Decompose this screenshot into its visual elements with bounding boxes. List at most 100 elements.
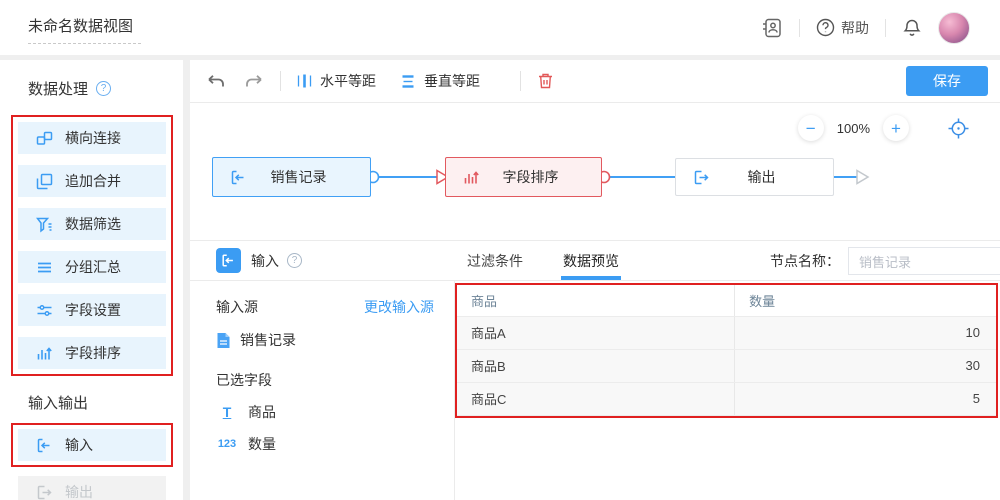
preview-table: 商品 数量 商品A 10 商品B — [457, 285, 996, 416]
source-label: 输入源 — [216, 299, 258, 315]
help-circle-icon[interactable]: ? — [287, 253, 302, 268]
data-preview-area: 商品 数量 商品A 10 商品B — [455, 281, 1000, 500]
flow-canvas[interactable]: − 100% + — [190, 103, 1000, 240]
field-settings-icon — [37, 304, 52, 316]
sidebar-item-field-settings[interactable]: 字段设置 — [18, 294, 166, 326]
header-separator — [0, 55, 1000, 60]
column-header: 商品 — [457, 285, 735, 317]
fit-view-button[interactable] — [947, 117, 970, 140]
field-item-text: T 商品 — [216, 402, 434, 422]
section-title: 数据处理 — [28, 81, 89, 98]
sidebar-item-label: 追加合并 — [65, 173, 121, 189]
table-header-row: 商品 数量 — [457, 285, 996, 317]
zoom-out-button[interactable]: − — [797, 115, 824, 141]
cell-quantity: 30 — [734, 349, 996, 383]
divider — [280, 71, 281, 91]
annotation-box-input: 输入 — [11, 423, 173, 467]
append-icon — [36, 173, 53, 189]
filter-icon — [36, 217, 52, 233]
cell-product: 商品C — [457, 382, 735, 416]
sidebar-item-filter[interactable]: 数据筛选 — [18, 208, 166, 240]
redo-button[interactable] — [244, 73, 264, 90]
zoom-in-button[interactable]: + — [883, 115, 909, 141]
user-avatar[interactable] — [938, 11, 970, 44]
delete-button[interactable] — [537, 72, 554, 90]
node-name-label: 节点名称： — [770, 253, 840, 269]
horizontal-spacing-icon — [297, 74, 312, 88]
flow-node-output[interactable]: 输出 — [675, 158, 834, 196]
sidebar-item-field-sort[interactable]: 字段排序 — [18, 337, 166, 369]
divider — [520, 71, 521, 91]
header-actions: 帮助 — [761, 11, 970, 44]
vertical-spacing-icon — [402, 74, 414, 88]
section-title: 输入输出 — [28, 395, 89, 412]
help-label: 帮助 — [841, 19, 869, 36]
node-name-input[interactable] — [848, 247, 1000, 275]
annotation-box-table: 商品 数量 商品A 10 商品B — [455, 283, 998, 418]
input-detail-panel: 输入源 更改输入源 销售记录 已选字段 T 商品 — [190, 281, 454, 500]
help-circle-icon[interactable]: ? — [96, 81, 112, 96]
sidebar-item-label: 字段排序 — [65, 345, 121, 361]
horizontal-spacing-button[interactable]: 水平等距 — [297, 71, 376, 91]
contacts-book-icon[interactable] — [761, 17, 783, 39]
zoom-level: 100% — [836, 120, 870, 136]
cell-quantity: 5 — [734, 382, 996, 416]
sidebar-item-append[interactable]: 追加合并 — [18, 165, 166, 197]
flow-node-sales-records[interactable]: 销售记录 — [212, 157, 371, 197]
button-label: 水平等距 — [320, 73, 376, 89]
annotation-box-processing: 横向连接 追加合并 数据筛选 分组汇总 — [11, 115, 173, 376]
change-source-link[interactable]: 更改输入源 — [364, 299, 434, 315]
sidebar-item-join[interactable]: 横向连接 — [18, 122, 166, 154]
output-icon — [694, 170, 709, 184]
app-header: 未命名数据视图 帮助 — [0, 0, 1000, 55]
canvas-toolbar: 水平等距 垂直等距 保存 — [190, 60, 1000, 103]
cell-product: 商品B — [457, 349, 735, 383]
sidebar: 数据处理 ? 横向连接 追加合并 — [0, 60, 183, 500]
input-node-icon — [216, 248, 241, 273]
vertical-spacing-button[interactable]: 垂直等距 — [400, 71, 480, 91]
source-item[interactable]: 销售记录 — [216, 330, 434, 350]
bell-icon[interactable] — [902, 18, 922, 38]
help-button[interactable]: 帮助 — [816, 18, 869, 38]
sidebar-item-label: 输入 — [65, 437, 93, 453]
flow-node-field-sort[interactable]: 字段排序 — [445, 157, 602, 197]
column-header: 数量 — [734, 285, 996, 317]
panel-divider — [454, 281, 455, 500]
sidebar-divider — [183, 60, 190, 500]
sidebar-item-label: 输出 — [65, 484, 93, 500]
field-sort-icon — [464, 170, 479, 183]
tab-data-preview[interactable]: 数据预览 — [561, 241, 621, 280]
undo-button[interactable] — [206, 73, 226, 90]
text-type-icon: T — [222, 404, 232, 420]
sidebar-item-input[interactable]: 输入 — [18, 429, 166, 461]
save-button[interactable]: 保存 — [906, 66, 988, 96]
join-icon — [36, 131, 53, 145]
number-type-icon: 123 — [217, 438, 237, 450]
node-name-group: 节点名称： — [770, 247, 1000, 275]
view-title[interactable]: 未命名数据视图 — [28, 12, 142, 44]
table-row: 商品B 30 — [457, 349, 996, 383]
output-icon — [37, 485, 52, 499]
selected-fields-label: 已选字段 — [216, 372, 272, 388]
field-sort-icon — [37, 346, 52, 359]
sidebar-item-label: 数据筛选 — [65, 216, 121, 232]
divider — [799, 18, 800, 37]
node-config-panel: 输入 ? 过滤条件 数据预览 节点名称： 输入源 更改输入源 — [190, 240, 1000, 500]
cell-product: 商品A — [457, 316, 735, 350]
sidebar-item-label: 字段设置 — [65, 302, 121, 318]
sidebar-item-group[interactable]: 分组汇总 — [18, 251, 166, 283]
field-name: 数量 — [248, 436, 276, 452]
cell-quantity: 10 — [734, 316, 996, 350]
section-data-processing: 数据处理 ? — [28, 78, 183, 99]
panel-tabs: 过滤条件 数据预览 — [465, 241, 621, 280]
source-name: 销售记录 — [240, 332, 296, 348]
sidebar-item-output: 输出 — [18, 476, 166, 500]
table-row: 商品C 5 — [457, 382, 996, 416]
tab-filter-conditions[interactable]: 过滤条件 — [467, 252, 523, 269]
field-name: 商品 — [248, 404, 276, 420]
input-icon — [231, 170, 244, 184]
panel-header: 输入 ? 过滤条件 数据预览 节点名称： — [190, 241, 1000, 281]
group-summary-icon — [38, 262, 51, 272]
section-input-output: 输入输出 — [28, 392, 183, 413]
table-row: 商品A 10 — [457, 316, 996, 350]
